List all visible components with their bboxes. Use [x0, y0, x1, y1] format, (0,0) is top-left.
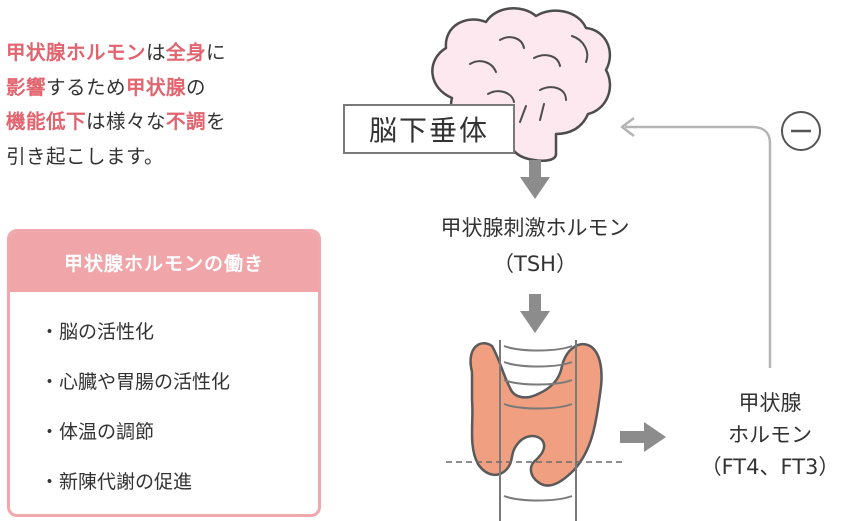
- negative-feedback-icon: [781, 111, 821, 151]
- intro-line-1: 甲状腺ホルモンは全身に: [6, 36, 326, 71]
- right-arrow-icon: [620, 422, 666, 452]
- thyroid-hormone-label-line: （FT4、FT3）: [700, 455, 840, 479]
- list-item: ・脳の活性化: [40, 321, 155, 343]
- intro-line-4: 引き起こします。: [6, 144, 165, 168]
- thyroid-hormone-label-line: ホルモン: [728, 423, 812, 447]
- tsh-label: 甲状腺刺激ホルモン （TSH）: [380, 210, 690, 282]
- feedback-arrow: [620, 117, 772, 368]
- intro-highlight: 甲状腺: [126, 75, 187, 99]
- intro-highlight: 影響: [6, 75, 47, 99]
- tsh-label-line: （TSH）: [493, 252, 577, 276]
- list-item: ・心臓や胃腸の活性化: [40, 371, 231, 393]
- intro-highlight: 甲状腺ホルモン: [6, 41, 147, 64]
- intro-text-run: の: [186, 75, 207, 99]
- thyroid-icon: [446, 340, 622, 521]
- intro-line-2: 影響するため甲状腺の: [6, 71, 326, 106]
- list-item: ・新陳代謝の促進: [40, 471, 193, 493]
- hormone-functions-list: ・脳の活性化 ・心臓や胃腸の活性化 ・体温の調節 ・新陳代謝の促進: [10, 307, 318, 507]
- intro-text-run: は: [146, 41, 167, 64]
- down-arrow-icon: [520, 294, 550, 333]
- down-arrow-icon: [520, 160, 550, 199]
- intro-text-run: は様々な: [86, 110, 167, 133]
- hormone-functions-title: 甲状腺ホルモンの働き: [10, 232, 318, 292]
- pituitary-label: 脳下垂体: [343, 104, 515, 154]
- thyroid-hormone-label-line: 甲状腺: [738, 391, 802, 415]
- intro-text-run: に: [206, 41, 227, 64]
- list-item: ・体温の調節: [40, 421, 155, 443]
- intro-text: 甲状腺ホルモンは全身に 影響するため甲状腺の 機能低下は様々な不調を 引き起こし…: [6, 36, 326, 174]
- intro-line-3: 機能低下は様々な不調を: [6, 105, 326, 140]
- intro-text-run: するため: [46, 75, 127, 99]
- intro-highlight: 不調: [166, 110, 207, 133]
- intro-highlight: 全身: [166, 41, 207, 64]
- intro-text-run: を: [206, 110, 227, 133]
- intro-highlight: 機能低下: [6, 110, 87, 133]
- hormone-functions-box: 甲状腺ホルモンの働き ・脳の活性化 ・心臓や胃腸の活性化 ・体温の調節 ・新陳代…: [7, 229, 321, 517]
- tsh-label-line: 甲状腺刺激ホルモン: [440, 216, 630, 240]
- thyroid-hormone-label: 甲状腺 ホルモン （FT4、FT3）: [680, 387, 858, 483]
